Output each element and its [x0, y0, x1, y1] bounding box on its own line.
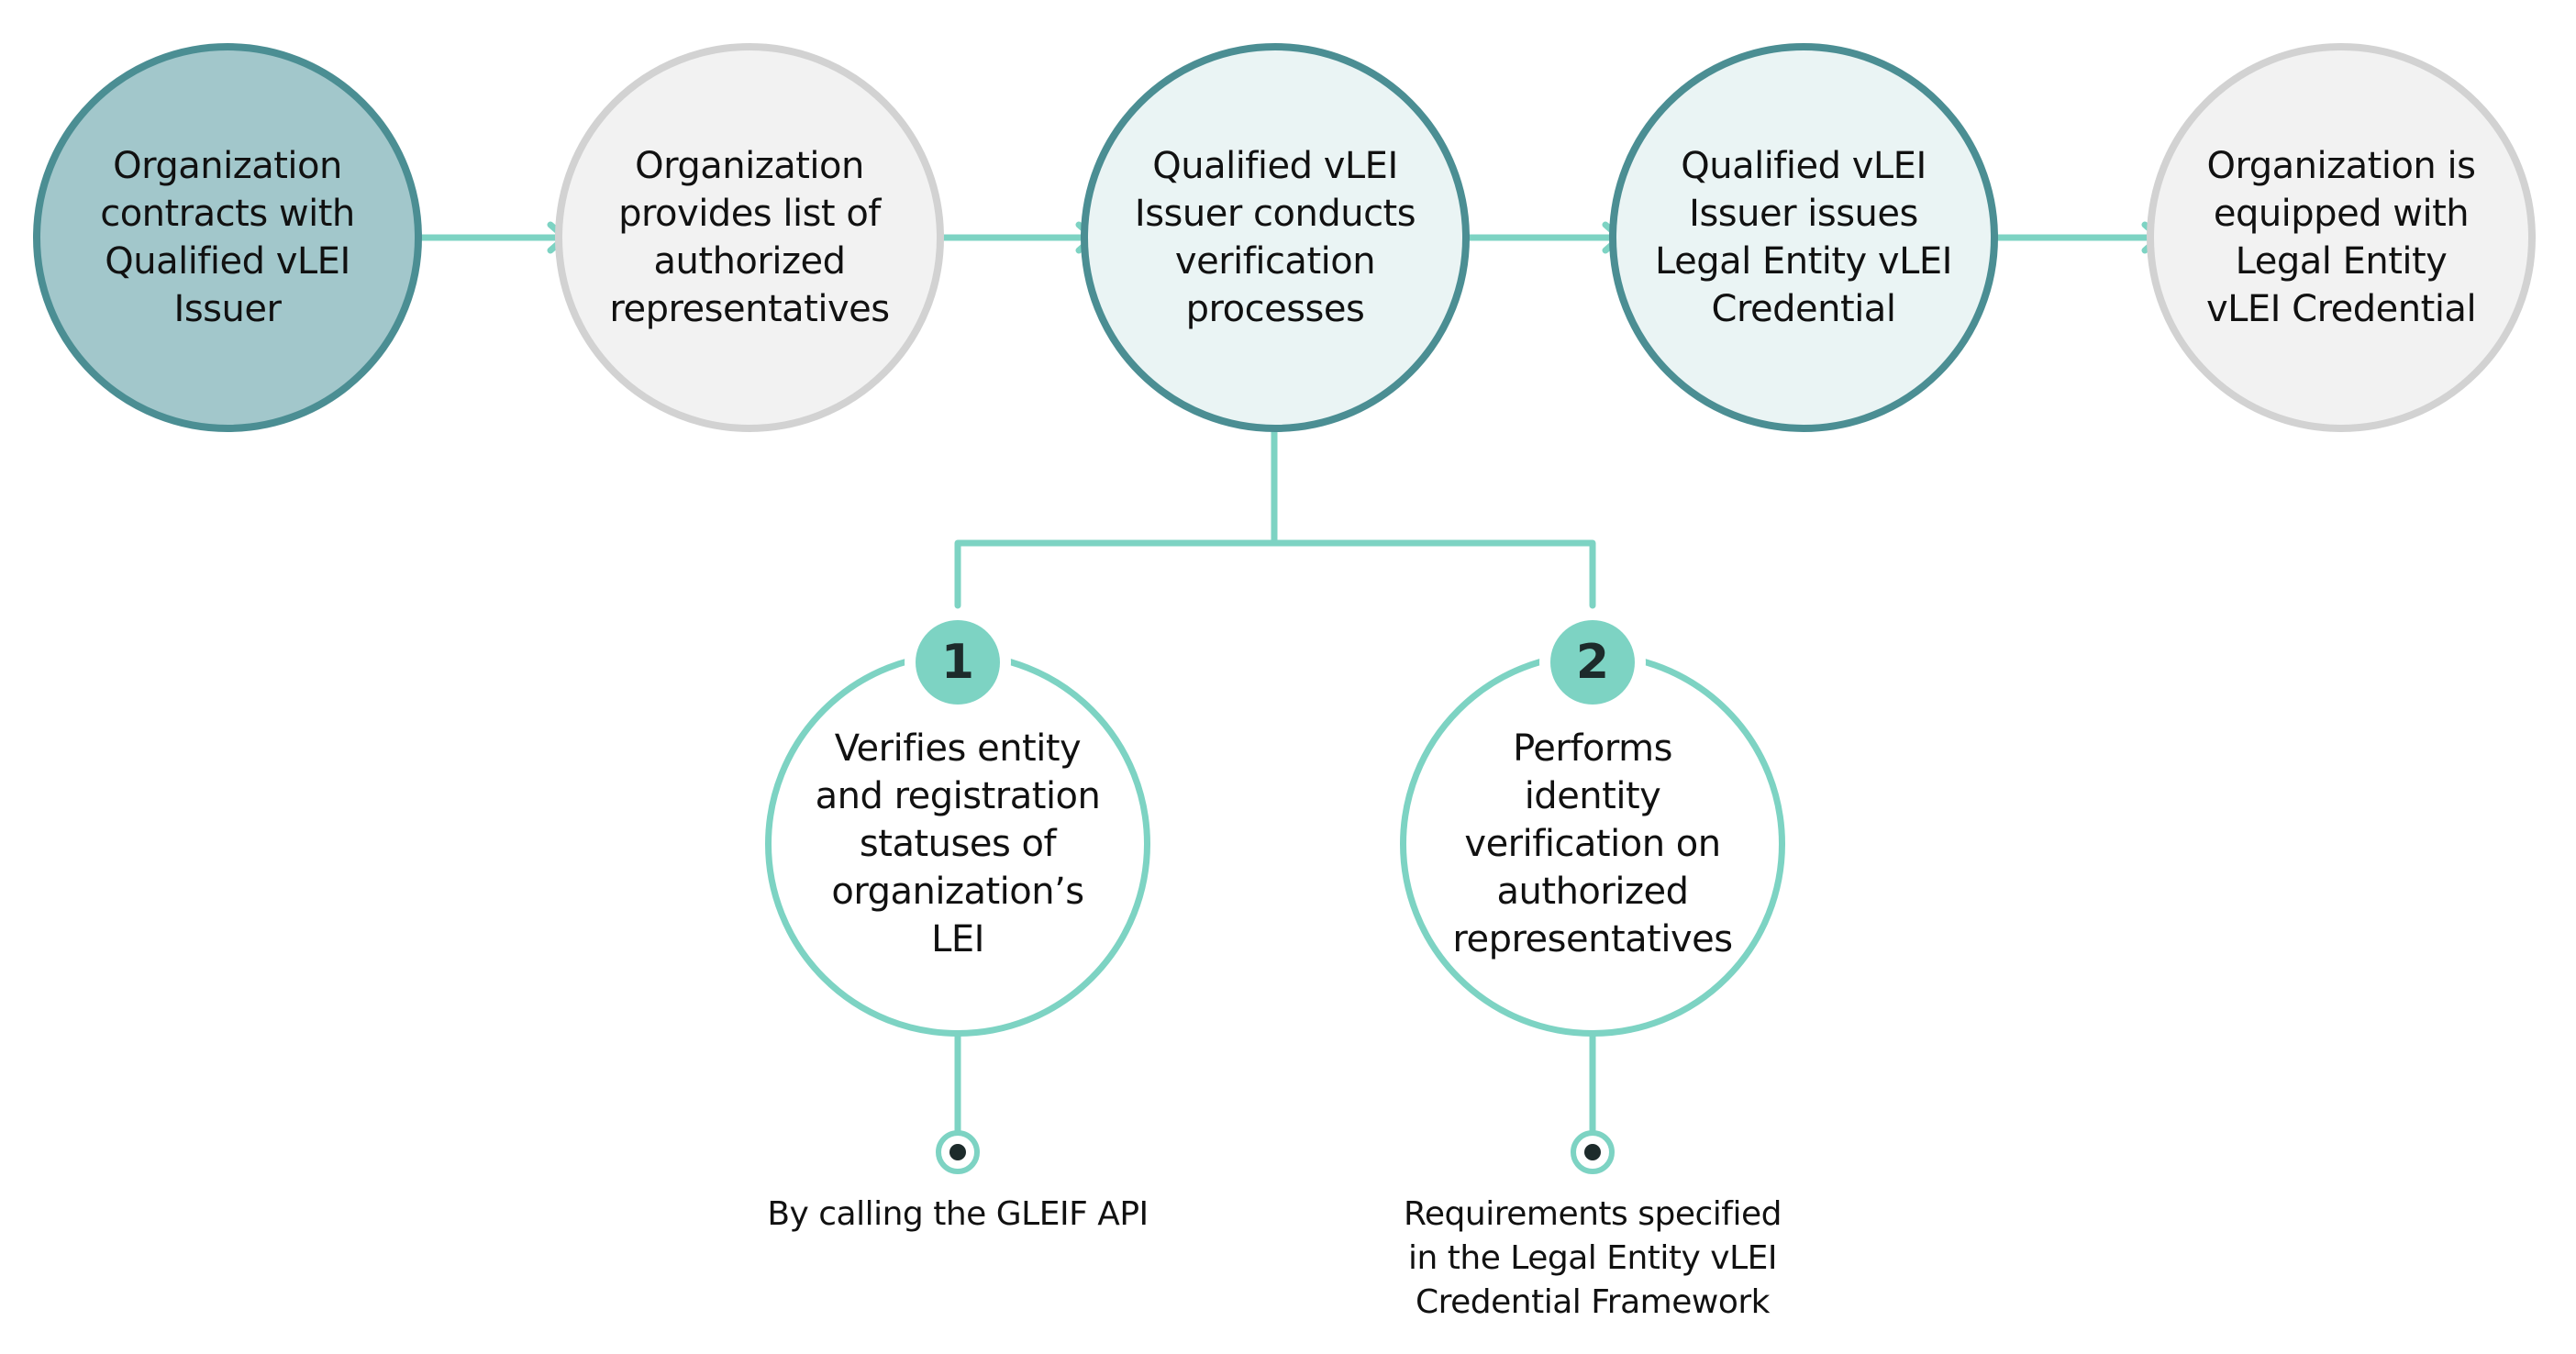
substep-1-label: Verifies entity and registration statuse…	[815, 727, 1101, 960]
note-2-bullet-icon	[1571, 1130, 1615, 1174]
step-equipped-credential: Organization is equipped with Legal Enti…	[2147, 43, 2536, 432]
note-gleif-api: By calling the GLEIF API	[767, 1195, 1149, 1233]
note-credential-framework: Requirements specified in the Legal Enti…	[1404, 1195, 1782, 1321]
step-1-label: Organization contracts with Qualified vL…	[100, 145, 355, 330]
substep-identity-verification: Performs identity verification on author…	[1400, 651, 1785, 1037]
substep-1-number-badge: 1	[916, 620, 1000, 705]
step-2-label: Organization provides list of authorized…	[609, 145, 890, 330]
substep-verify-entity: Verifies entity and registration statuse…	[765, 651, 1150, 1037]
substep-2-label: Performs identity verification on author…	[1452, 727, 1733, 960]
step-provide-representatives: Organization provides list of authorized…	[555, 43, 944, 432]
step-3-label: Qualified vLEI Issuer conducts verificat…	[1134, 145, 1416, 330]
step-contract-issuer: Organization contracts with Qualified vL…	[33, 43, 422, 432]
note-1-bullet-icon	[936, 1130, 980, 1174]
step-4-label: Qualified vLEI Issuer issues Legal Entit…	[1655, 145, 1952, 330]
arrow-step3-to-step4	[1433, 221, 1629, 254]
step-verification-processes: Qualified vLEI Issuer conducts verificat…	[1081, 43, 1470, 432]
substep-2-number-badge: 2	[1550, 620, 1635, 705]
arrow-step4-to-step5	[1960, 221, 2169, 254]
step-issue-credential: Qualified vLEI Issuer issues Legal Entit…	[1609, 43, 1998, 432]
step-5-label: Organization is equipped with Legal Enti…	[2205, 145, 2477, 330]
